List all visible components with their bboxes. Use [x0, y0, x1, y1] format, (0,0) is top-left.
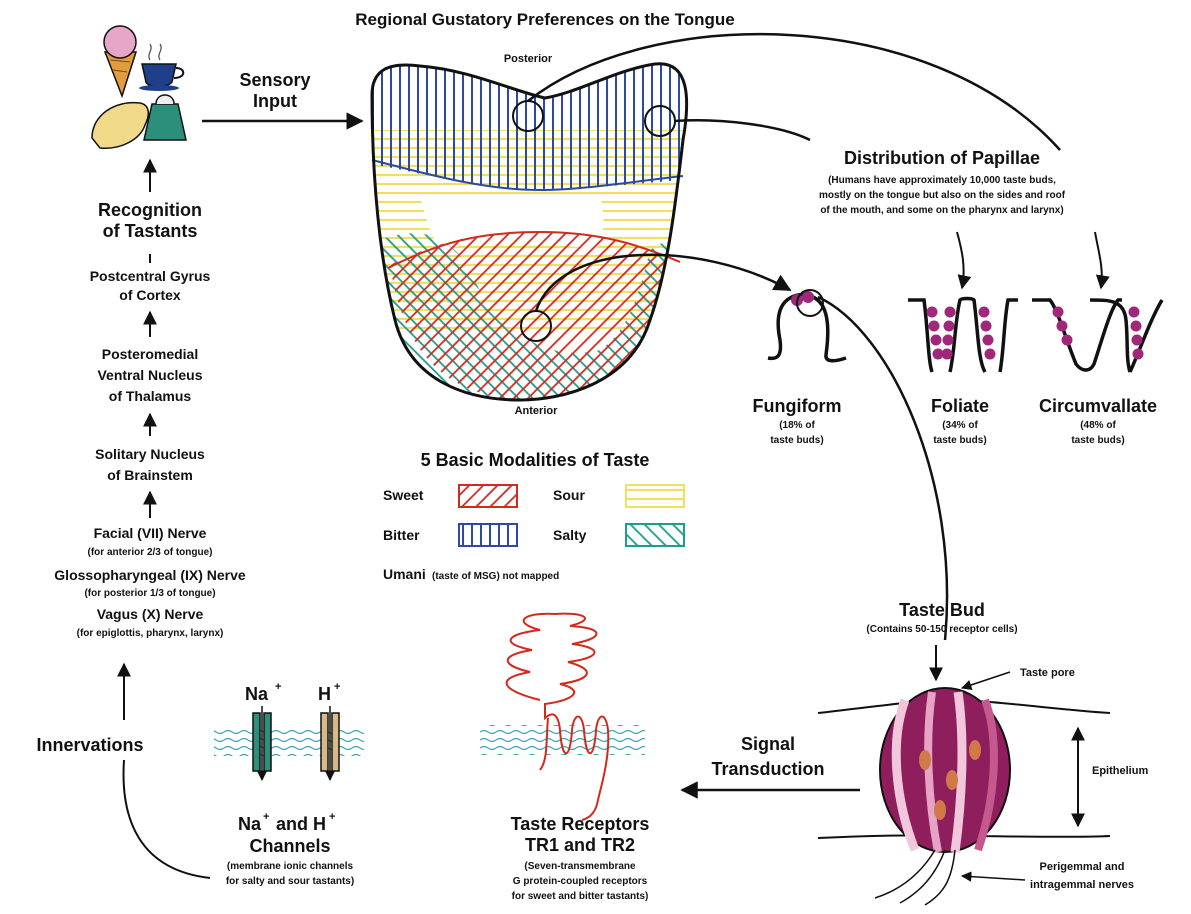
h-ion-plus: + — [334, 681, 340, 693]
papillae-note-1: (Humans have approximately 10,000 taste … — [828, 175, 1056, 186]
taste-bud-cells — [880, 688, 1010, 852]
ion-channels: Na + H + Na + and H + Channels (membrane… — [214, 681, 364, 887]
legend-umami-label: Umani — [383, 566, 426, 582]
papillae-section: Distribution of Papillae (Humans have ap… — [753, 148, 1162, 446]
receptors-note-1: (Seven-transmembrane — [524, 861, 636, 872]
circumvallate-note-2: taste buds) — [1071, 435, 1124, 446]
legend-sour-label: Sour — [553, 487, 585, 503]
neural-pathway: Recognition of Tastants Postcentral Gyru… — [36, 160, 245, 878]
connector-foliate — [675, 120, 810, 140]
vagus-note: (for epiglottis, pharynx, larynx) — [77, 628, 224, 639]
channels-note-2: for salty and sour tastants) — [226, 876, 354, 887]
food-icons — [92, 26, 186, 148]
papillae-note-2: mostly on the tongue but also on the sid… — [819, 190, 1066, 201]
anterior-label: Anterior — [515, 405, 559, 417]
sensory-input-label-1: Sensory — [239, 70, 310, 90]
legend-salty-swatch — [626, 524, 684, 546]
legend-bitter-label: Bitter — [383, 527, 420, 543]
foliate-note-1: (34% of — [942, 420, 978, 431]
glosso-nerve: Glossopharyngeal (IX) Nerve — [54, 567, 246, 583]
solitary-line-2: of Brainstem — [107, 467, 193, 483]
fungiform-label: Fungiform — [753, 396, 842, 416]
taste-legend: 5 Basic Modalities of Taste Sweet Sour B… — [383, 450, 684, 582]
legend-sour-swatch — [626, 485, 684, 507]
signal-line-1: Signal — [741, 734, 795, 754]
na-ion-plus: + — [275, 681, 281, 693]
papillae-note-3: of the mouth, and some on the pharynx an… — [820, 205, 1063, 216]
channels-title-h: and H — [276, 814, 326, 834]
recognition-line-2: of Tastants — [103, 221, 198, 241]
papillae-title: Distribution of Papillae — [844, 148, 1040, 168]
legend-umami-note: (taste of MSG) not mapped — [432, 571, 559, 582]
h-channel-left — [321, 713, 328, 771]
taste-pore-label: Taste pore — [1020, 667, 1075, 679]
signal-line-2: Transduction — [711, 759, 824, 779]
postcentral-line-1: Postcentral Gyrus — [90, 268, 211, 284]
thalamus-line-3: of Thalamus — [109, 388, 192, 404]
fungiform-note-1: (18% of — [779, 420, 815, 431]
nerves-line-1: Perigemmal and — [1040, 861, 1125, 873]
lemon-icon — [92, 103, 148, 149]
na-ion-label: Na — [245, 684, 269, 704]
legend-title: 5 Basic Modalities of Taste — [421, 450, 650, 470]
legend-salty-label: Salty — [553, 527, 587, 543]
facial-nerve: Facial (VII) Nerve — [94, 525, 207, 541]
fungiform-note-2: taste buds) — [770, 435, 823, 446]
thalamus-line-2: Ventral Nucleus — [97, 367, 202, 383]
facial-note: (for anterior 2/3 of tongue) — [88, 547, 213, 558]
coffee-cup-icon — [139, 44, 183, 91]
ice-cream-icon — [104, 26, 136, 96]
circumvallate-note-1: (48% of — [1080, 420, 1116, 431]
foliate-papilla — [908, 299, 1018, 373]
postcentral-line-2: of Cortex — [119, 287, 181, 303]
taste-bud-title: Taste Bud — [899, 600, 985, 620]
sensory-input-label-2: Input — [253, 91, 297, 111]
thalamus-line-1: Posteromedial — [102, 346, 198, 362]
channels-note-1: (membrane ionic channels — [227, 861, 354, 872]
legend-sweet-label: Sweet — [383, 487, 424, 503]
foliate-note-2: taste buds) — [933, 435, 986, 446]
receptors-note-3: for sweet and bitter tastants) — [512, 891, 649, 902]
tongue-map: Posterior Anterior — [360, 53, 700, 420]
channels-title-plus-2: + — [329, 811, 335, 823]
channels-title-na: Na — [238, 814, 262, 834]
h-ion-label: H — [318, 684, 331, 704]
circumvallate-label: Circumvallate — [1039, 396, 1157, 416]
taste-receptors: Taste Receptors TR1 and TR2 (Seven-trans… — [480, 614, 649, 902]
channels-title-2: Channels — [249, 836, 330, 856]
innervations-label: Innervations — [36, 735, 143, 755]
foliate-label: Foliate — [931, 396, 989, 416]
taste-bud-section: Taste Bud (Contains 50-150 receptor cell… — [818, 600, 1148, 905]
vagus-nerve: Vagus (X) Nerve — [97, 606, 204, 622]
taste-bud-note: (Contains 50-150 receptor cells) — [866, 624, 1017, 635]
h-channel-right — [332, 713, 339, 771]
legend-bitter-swatch — [459, 524, 517, 546]
epithelium-label: Epithelium — [1092, 765, 1148, 777]
nerves-line-2: intragemmal nerves — [1030, 879, 1134, 891]
channels-title-plus-1: + — [263, 811, 269, 823]
legend-sweet-swatch — [459, 485, 517, 507]
receptors-title-2: TR1 and TR2 — [525, 835, 635, 855]
channel-membrane — [214, 730, 364, 756]
solitary-line-1: Solitary Nucleus — [95, 446, 205, 462]
glosso-note: (for posterior 1/3 of tongue) — [84, 588, 215, 599]
recognition-line-1: Recognition — [98, 200, 202, 220]
fungiform-papilla — [768, 290, 846, 361]
na-channel-left — [253, 713, 260, 771]
na-channel-right — [264, 713, 271, 771]
receptors-note-2: G protein-coupled receptors — [513, 876, 648, 887]
diagram-title: Regional Gustatory Preferences on the To… — [355, 10, 734, 29]
posterior-label: Posterior — [504, 53, 553, 65]
salt-shaker-icon — [144, 95, 186, 140]
receptors-title-1: Taste Receptors — [511, 814, 650, 834]
circumvallate-papilla — [1032, 300, 1162, 372]
